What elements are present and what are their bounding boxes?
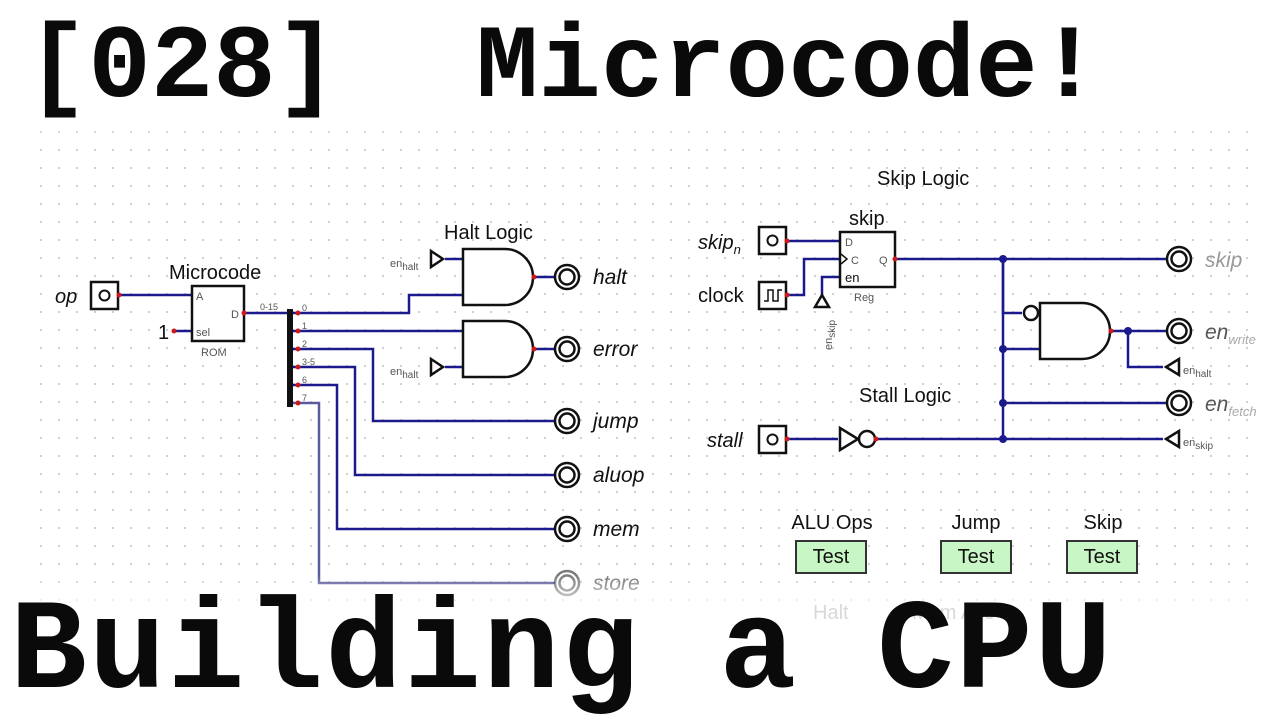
splitter-bit-2: 2 (302, 339, 307, 349)
tunnel-en-halt-2 (429, 356, 446, 378)
skip-test-button[interactable]: Test (1066, 540, 1138, 574)
skip-caption: Skip (1083, 512, 1123, 534)
skip-n-label: skipn (698, 232, 741, 257)
clock-label: clock (698, 285, 745, 307)
op-input-pin[interactable] (89, 280, 120, 311)
stall-input-dot (766, 433, 779, 446)
reg-q-label: Q (879, 255, 888, 267)
halt-output-pin[interactable] (553, 263, 581, 291)
stall-logic-label: Stall Logic (859, 385, 951, 407)
mem-output-pin[interactable] (553, 515, 581, 543)
en-write-output-pin[interactable] (1165, 317, 1193, 345)
en-fetch-output-pin[interactable] (1165, 389, 1193, 417)
clock-wave-icon (764, 289, 782, 302)
jump-test-button[interactable]: Test (940, 540, 1012, 574)
halt-output-label: halt (593, 266, 628, 289)
ghost-halt-caption: Halt (813, 602, 849, 624)
rom-data-label: D (231, 309, 239, 321)
tunnel-en-halt-right (1163, 356, 1181, 378)
aluop-output-label: aluop (593, 464, 644, 487)
en-fetch-output-label: enfetch (1205, 393, 1257, 419)
halt-logic-label: Halt Logic (444, 222, 533, 244)
skip-register[interactable] (838, 230, 897, 289)
and-gate-error[interactable] (461, 319, 535, 379)
skip-n-input-pin[interactable] (757, 225, 788, 256)
stall-input-label: stall (707, 430, 743, 452)
rom-block[interactable] (190, 284, 246, 343)
and-gate-halt[interactable] (461, 247, 535, 307)
en-halt-label-2: enhalt (390, 366, 419, 381)
rom-addr-label: A (196, 291, 204, 303)
episode-number: [028] (26, 10, 339, 128)
alu-ops-test-button[interactable]: Test (795, 540, 867, 574)
store-wire (292, 401, 555, 585)
reg-name-label: skip (849, 208, 885, 230)
op-input-dot (98, 289, 111, 302)
canvas-fade-bottom (0, 575, 1280, 615)
en-skip-right-label: enskip (1183, 437, 1213, 452)
tunnel-en-skip-right (1163, 428, 1181, 450)
reg-c-label: C (851, 255, 859, 267)
en-write-output-label: enwrite (1205, 321, 1256, 347)
jump-output-pin[interactable] (553, 407, 581, 435)
mem-output-label: mem (593, 518, 640, 541)
splitter-bit-6: 6 (302, 375, 307, 385)
tunnel-en-skip-up (812, 292, 832, 309)
skip-output-pin[interactable] (1165, 245, 1193, 273)
en-halt-right-label: enhalt (1183, 365, 1212, 380)
and-gate-write[interactable] (1038, 301, 1112, 361)
op-input-label: op (55, 286, 77, 308)
aluop-output-pin[interactable] (553, 461, 581, 489)
splitter-bit-3-5: 3-5 (302, 357, 315, 367)
splitter-bus-label: 0-15 (260, 302, 278, 312)
reg-clock-marker (840, 253, 849, 265)
stall-input-pin[interactable] (757, 424, 788, 455)
skip-logic-label: Skip Logic (877, 168, 969, 190)
const-one: 1 (158, 322, 169, 344)
not-gate-stall[interactable] (838, 425, 861, 453)
right-wires (786, 239, 1166, 441)
alu-ops-caption: ALU Ops (791, 512, 873, 534)
splitter-bar (287, 309, 293, 407)
skip-output-label: skip (1205, 249, 1242, 272)
jump-output-label: jump (590, 410, 639, 433)
en-halt-label-1: enhalt (390, 258, 419, 273)
ghost-mem-acc-caption: Mem Acc (912, 602, 995, 624)
series-title: Building a CPU (10, 581, 1114, 726)
pin-dots (116, 238, 1114, 442)
splitter-bit-1: 1 (302, 321, 307, 331)
rom-type-label: ROM (201, 347, 227, 359)
junction-dots (999, 255, 1132, 443)
tunnel-en-halt-1 (429, 248, 446, 270)
en-skip-vertical-label: enskip (823, 320, 838, 350)
error-output-pin[interactable] (553, 335, 581, 363)
reg-d-label: D (845, 237, 853, 249)
splitter-bit-7: 7 (302, 393, 307, 403)
reg-type-label: Reg (854, 292, 874, 304)
rom-sel-label: sel (196, 327, 210, 339)
skip-n-input-dot (766, 234, 779, 247)
and-gate-invert-bubble (1022, 304, 1040, 322)
not-gate-bubble (857, 429, 877, 449)
splitter-bit-0: 0 (302, 303, 307, 313)
left-wires (118, 257, 567, 531)
reg-en-label: en (845, 270, 859, 285)
jump-caption: Jump (951, 512, 1001, 534)
error-output-label: error (593, 338, 638, 361)
microcode-label: Microcode (169, 262, 261, 284)
canvas-fade-top (0, 100, 1280, 140)
episode-title: Microcode! (476, 10, 1101, 128)
